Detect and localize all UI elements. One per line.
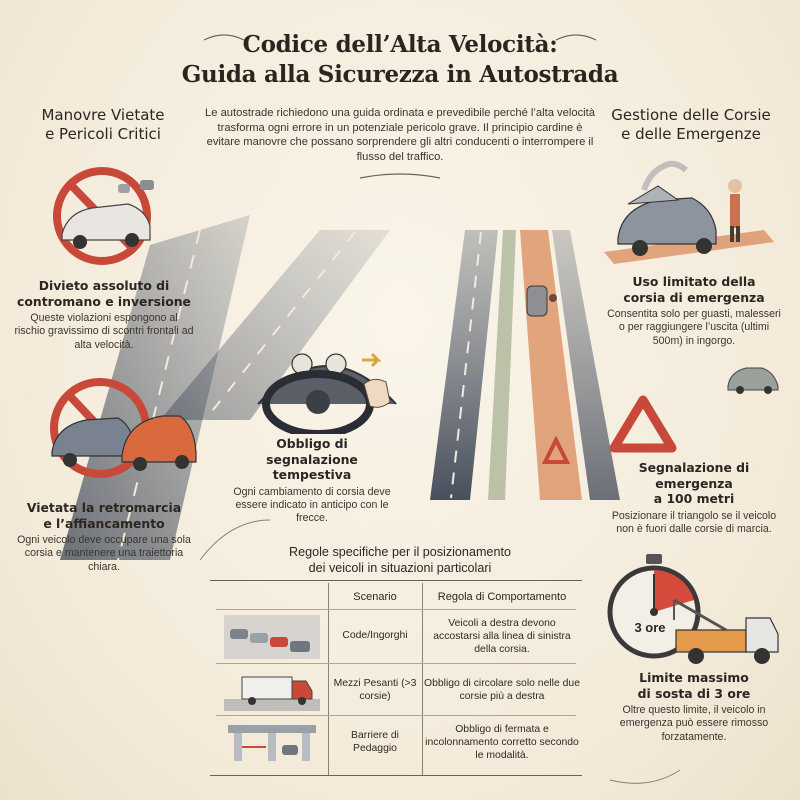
item-heading-line: Vietata la retromarcia: [26, 500, 182, 515]
steering-wheel-icon: [257, 352, 397, 434]
prohibited-sign-icon: [53, 167, 151, 265]
title-line-1: Codice dell’Alta Velocità:: [242, 31, 558, 58]
item-heading-line: Segnalazione di emergenza: [638, 460, 750, 491]
item-wrong-way: Divieto assoluto di contromano e inversi…: [14, 278, 194, 352]
table-title: Regole specifiche per il posizionamento …: [240, 544, 560, 576]
item-heading: Vietata la retromarcia e l’affiancamento: [14, 500, 194, 531]
item-description: Ogni cambiamento di corsia deve essere i…: [233, 485, 391, 525]
table-header-rule: Regola di Comportamento: [437, 591, 567, 603]
item-heading-line: contromano e inversione: [17, 293, 191, 309]
right-title-line-1: Gestione delle Corsie: [611, 106, 771, 124]
left-section-title: Manovre Vietate e Pericoli Critici: [18, 106, 188, 144]
item-heading-line: e l’affiancamento: [43, 515, 165, 531]
right-section-title: Gestione delle Corsie e delle Emergenze: [596, 106, 786, 144]
table-cell-rule: Veicoli a destra devono accostarsi alla …: [433, 618, 571, 655]
table-divider: [422, 583, 423, 775]
wrong-way-car-illustration: [53, 167, 154, 265]
item-description: Ogni veicolo deve occupare una sola cors…: [17, 534, 191, 573]
left-title-line-1: Manovre Vietate: [41, 106, 165, 124]
item-heading: Divieto assoluto di contromano e inversi…: [14, 278, 194, 309]
table-title-line: Regole specifiche per il posizionamento: [289, 545, 511, 559]
table-cell-rule: Obbligo di circolare solo nelle due cors…: [424, 678, 580, 702]
table-row-divider: [216, 715, 576, 716]
item-heading-line: di sosta di 3 ore: [637, 685, 751, 701]
table-cell-rule: Obbligo di fermata e incolonnamento corr…: [425, 724, 579, 761]
item-heading-line: Limite massimo: [639, 670, 749, 685]
table-row-divider: [216, 609, 576, 610]
item-stop-limit: Limite massimo di sosta di 3 ore Oltre q…: [604, 670, 784, 744]
traffic-jam-thumbnail: [224, 615, 320, 659]
item-heading-line: a 100 metri: [653, 491, 735, 506]
item-heading: Segnalazione di emergenza a 100 metri: [604, 460, 784, 507]
tow-truck-icon: [673, 598, 779, 664]
table-cell-scenario: Mezzi Pesanti (>3 corsie): [333, 678, 417, 702]
road-triangle-icon: [541, 435, 571, 464]
item-heading: Uso limitato della corsia di emergenza: [604, 274, 784, 305]
item-description: Oltre questo limite, il veicolo in emerg…: [619, 704, 769, 743]
item-heading-line: Divieto assoluto di: [38, 278, 170, 293]
reverse-car-illustration: [50, 378, 197, 478]
title-line-2: Guida alla Sicurezza in Autostrada: [181, 61, 619, 88]
item-warning-triangle: Segnalazione di emergenza a 100 metri Po…: [604, 460, 784, 536]
item-description: Consentita solo per guasti, malesseri o …: [607, 308, 781, 347]
item-description: Queste violazioni espongono al rischio g…: [14, 312, 194, 351]
table-divider: [328, 583, 329, 775]
table-row-divider: [216, 663, 576, 664]
item-emergency-lane: Uso limitato della corsia di emergenza C…: [604, 274, 784, 348]
right-title-line-2: e delle Emergenze: [621, 125, 761, 143]
broken-down-car-illustration: [604, 160, 774, 264]
item-heading-line: Uso limitato della: [632, 274, 756, 289]
table-cell-scenario: Barriere di Pedaggio: [351, 730, 399, 754]
item-heading-line: Obbligo di segnalazione: [266, 436, 358, 467]
timer-label: 3 ore: [634, 620, 666, 635]
intro-text: Le autostrade richiedono una guida ordin…: [205, 107, 595, 163]
warning-triangle-icon: [609, 395, 677, 453]
item-heading: Limite massimo di sosta di 3 ore: [604, 670, 784, 701]
item-reverse: Vietata la retromarcia e l’affiancamento…: [14, 500, 194, 574]
rules-table: Scenario Regola di Comportamento Code/In…: [210, 580, 582, 776]
table-header-scenario: Scenario: [353, 591, 397, 603]
page-title: Codice dell’Alta Velocità: Guida alla Si…: [140, 30, 660, 90]
item-heading: Obbligo di segnalazione tempestiva: [232, 436, 392, 483]
item-description: Posizionare il triangolo se il veicolo n…: [611, 509, 777, 535]
heavy-truck-thumbnail: [224, 676, 320, 711]
table-cell-scenario: Code/Ingorghi: [342, 630, 408, 641]
item-signaling: Obbligo di segnalazione tempestiva Ogni …: [232, 436, 392, 525]
item-heading-line: corsia di emergenza: [623, 289, 765, 305]
toll-barrier-thumbnail: [228, 725, 316, 761]
small-car-icon: [727, 367, 779, 394]
table-title-line: dei veicoli in situazioni particolari: [308, 561, 492, 575]
item-heading-line: tempestiva: [272, 467, 352, 482]
left-title-line-2: e Pericoli Critici: [45, 125, 161, 143]
